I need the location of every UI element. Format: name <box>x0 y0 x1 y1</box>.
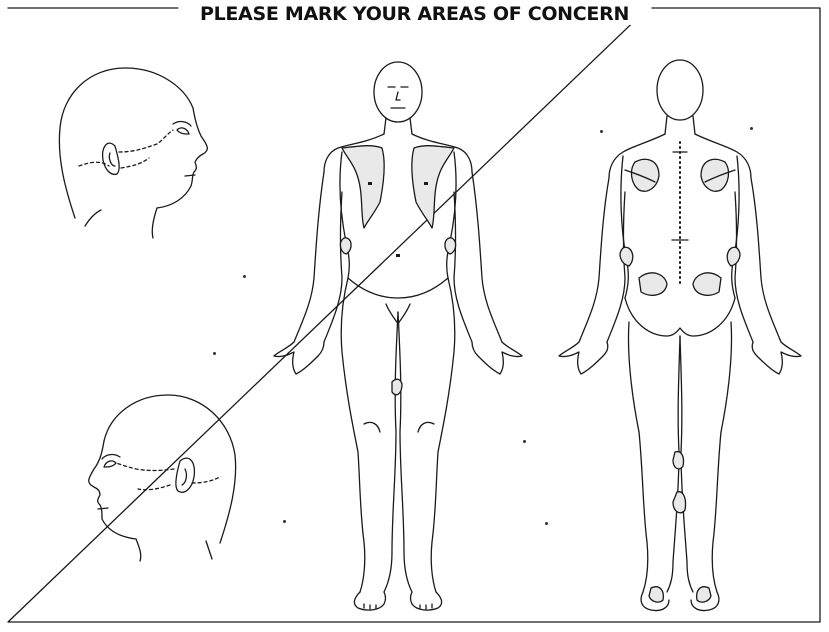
form-title: PLEASE MARK YOUR AREAS OF CONCERN <box>178 3 651 25</box>
scan-speck <box>243 275 246 278</box>
head-left-profile[interactable] <box>80 383 250 563</box>
scan-speck <box>750 127 753 130</box>
scan-speck <box>600 130 603 133</box>
body-back[interactable] <box>555 52 805 612</box>
scan-speck <box>283 520 286 523</box>
head-right-profile[interactable] <box>45 48 215 238</box>
scan-speck <box>545 522 548 525</box>
scan-speck <box>523 440 526 443</box>
scan-speck <box>213 352 216 355</box>
body-front[interactable] <box>268 52 528 612</box>
